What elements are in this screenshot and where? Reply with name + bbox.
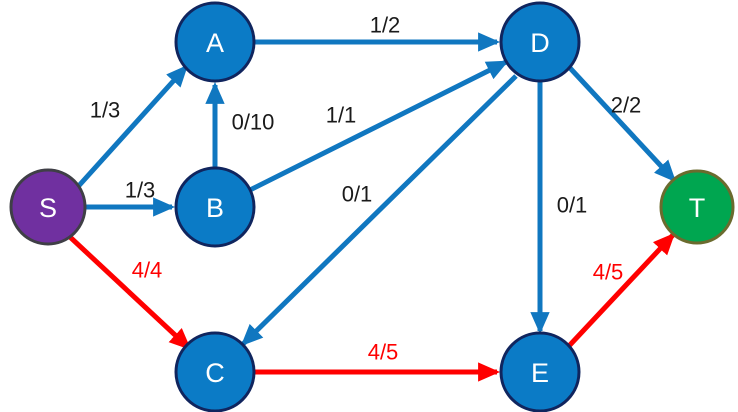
edge-label-c-e: 4/5 <box>368 340 399 365</box>
node-s-label: S <box>39 193 57 223</box>
node-b[interactable]: B <box>174 166 256 248</box>
edge-s-to-c <box>68 235 192 351</box>
node-a-circle[interactable] <box>174 1 256 83</box>
node-c-circle[interactable] <box>174 331 256 412</box>
node-a[interactable]: A <box>174 1 256 83</box>
edge-label-s-a: 1/3 <box>90 98 121 123</box>
edge-label-d-t: 2/2 <box>611 93 642 118</box>
node-e-circle[interactable] <box>499 331 581 412</box>
node-t-circle[interactable] <box>659 169 735 245</box>
edge-label-s-c: 4/4 <box>132 258 163 283</box>
node-c-label: C <box>205 358 225 388</box>
edge-d-to-t <box>568 66 677 183</box>
node-d[interactable]: D <box>499 1 581 83</box>
edge-d-to-c <box>240 74 518 347</box>
edge-s-to-a <box>73 64 189 192</box>
edge-label-b-a: 0/10 <box>232 110 275 135</box>
node-layer: S A B C D E T <box>9 1 735 412</box>
node-d-label: D <box>530 28 550 58</box>
node-d-circle[interactable] <box>499 1 581 83</box>
edge-label-b-d: 1/1 <box>326 103 357 128</box>
node-s[interactable]: S <box>9 168 87 246</box>
node-s-circle[interactable] <box>9 168 87 246</box>
edge-label-s-b: 1/3 <box>125 178 156 203</box>
edge-layer <box>68 32 677 382</box>
edge-e-to-t <box>566 232 676 349</box>
edge-label-d-e: 0/1 <box>557 193 588 218</box>
node-b-label: B <box>206 193 224 223</box>
edge-label-a-d: 1/2 <box>370 13 401 38</box>
edge-label-e-t: 4/5 <box>593 260 624 285</box>
node-e[interactable]: E <box>499 331 581 412</box>
edge-label-layer: 1/3 1/3 4/4 0/10 1/1 1/2 0/1 0/1 2/2 4/5 4/5 <box>90 13 642 365</box>
node-t[interactable]: T <box>659 169 735 245</box>
node-a-label: A <box>206 28 224 58</box>
node-b-circle[interactable] <box>174 166 256 248</box>
node-e-label: E <box>531 358 549 388</box>
edge-b-to-d <box>248 59 509 193</box>
edge-label-d-c: 0/1 <box>342 182 373 207</box>
node-t-label: T <box>689 193 706 223</box>
node-c[interactable]: C <box>174 331 256 412</box>
